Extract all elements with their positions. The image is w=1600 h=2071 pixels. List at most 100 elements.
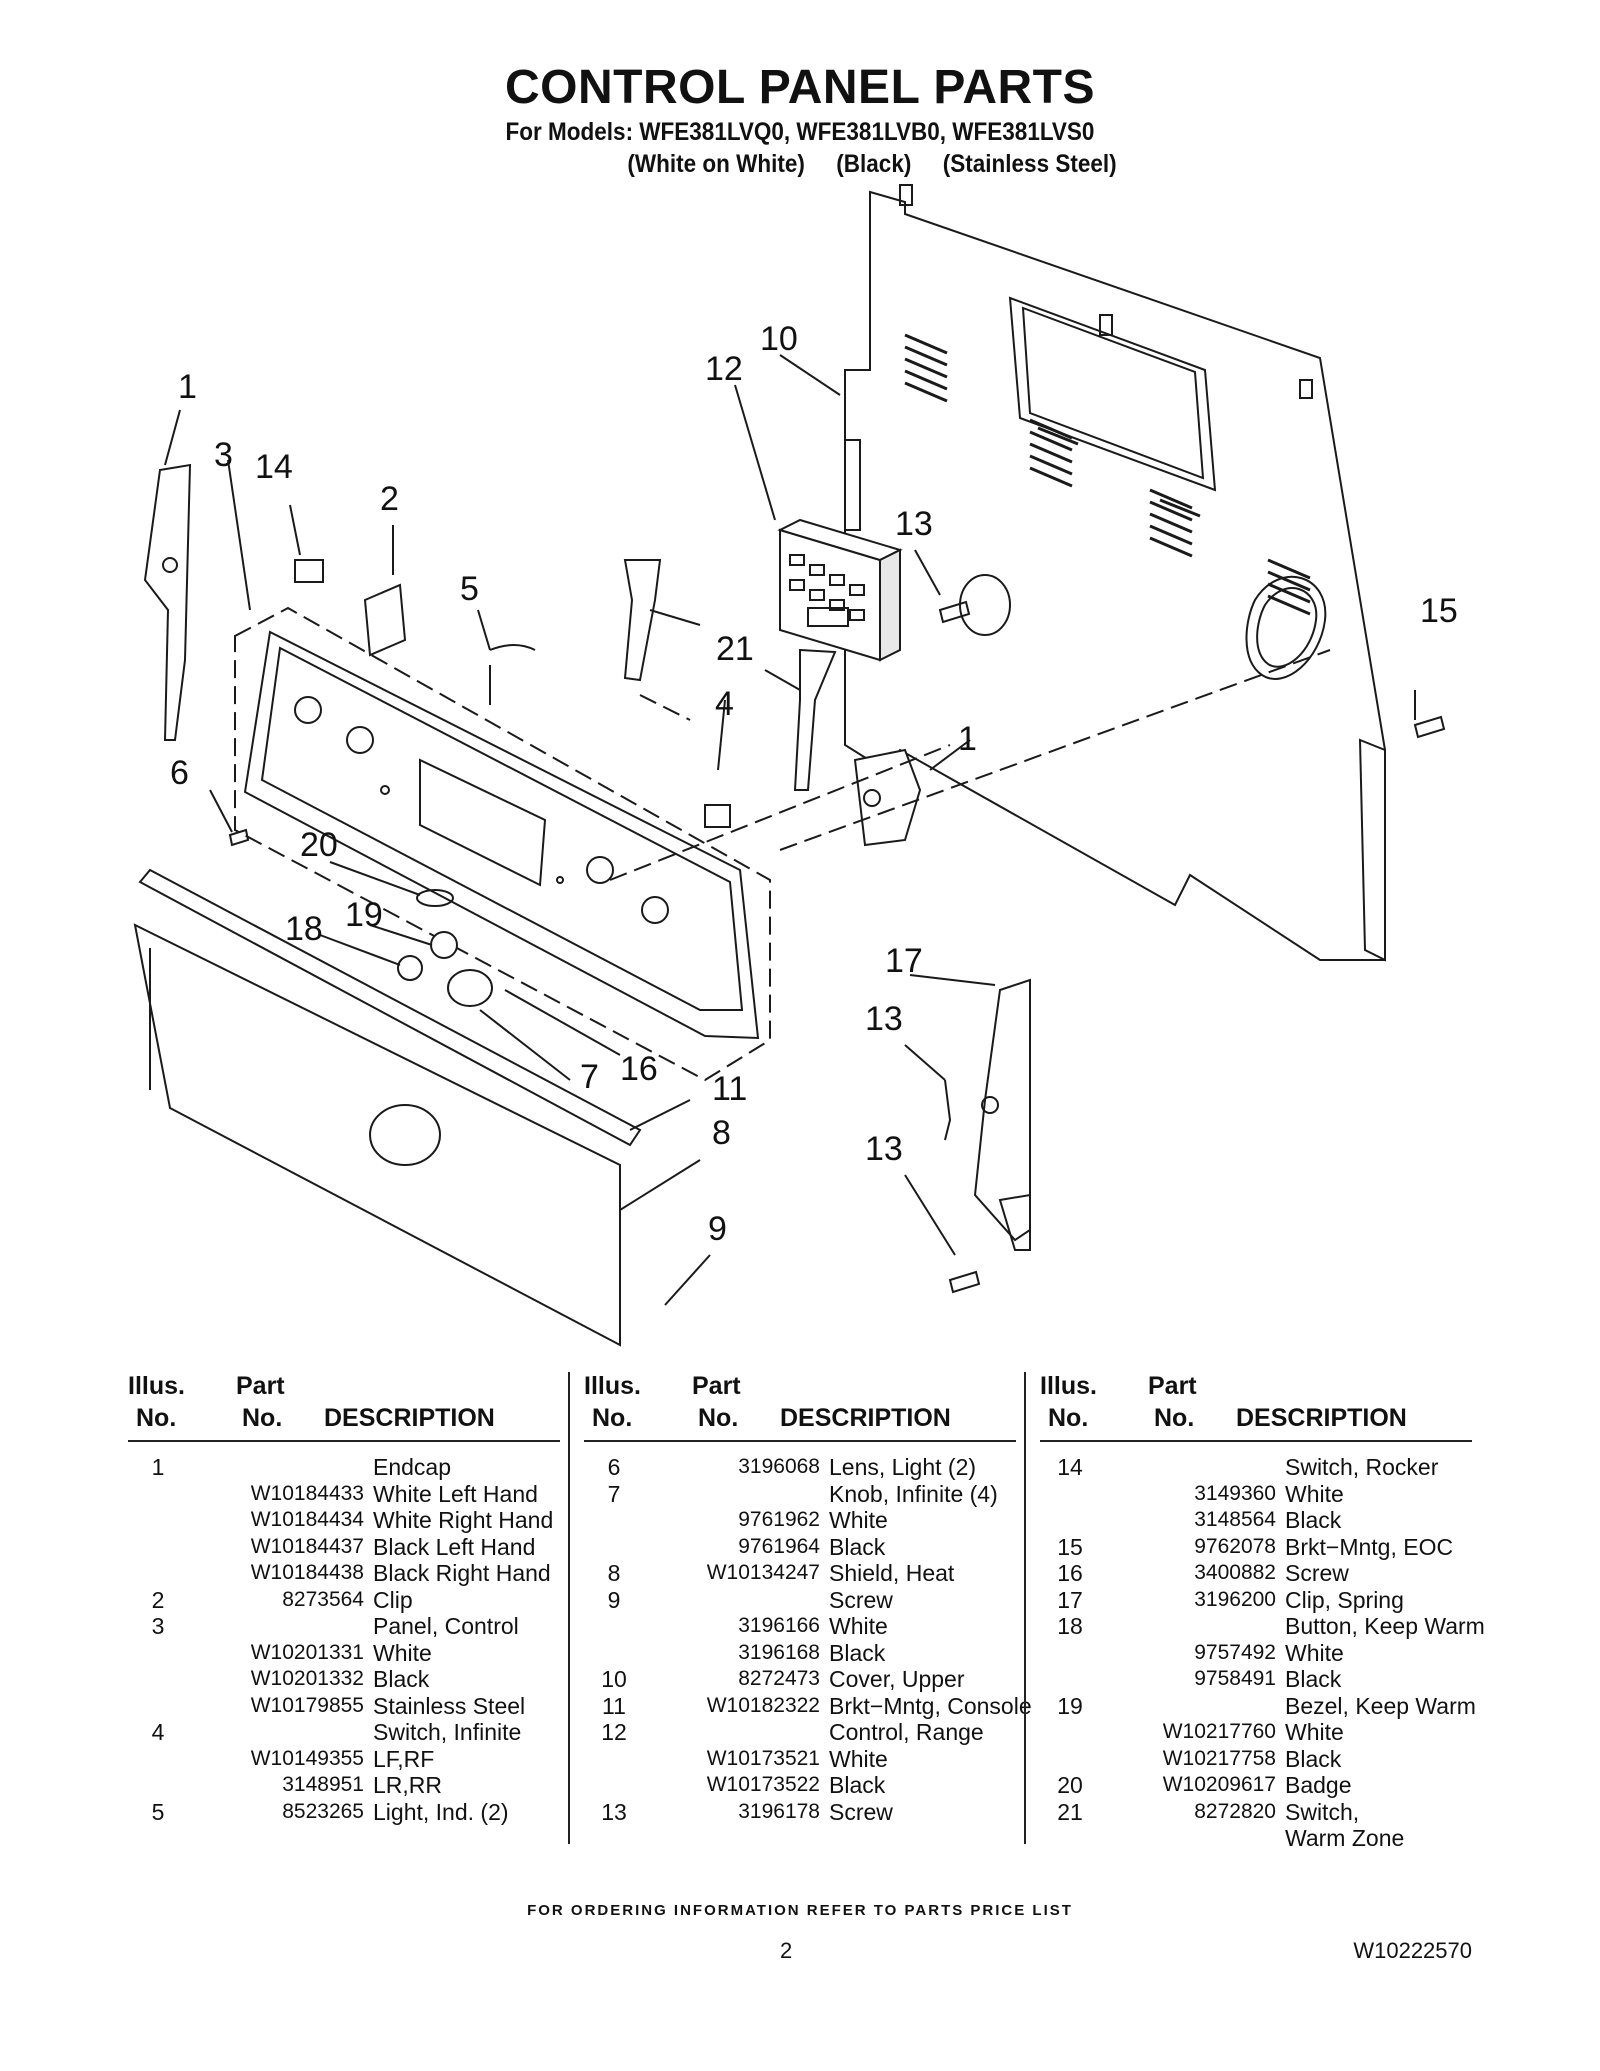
callout-label: 3 [214, 436, 233, 474]
table-row: 9 Screw [584, 1587, 1016, 1614]
callout-label: 6 [170, 754, 189, 792]
part-number: W10149355 [250, 1746, 364, 1770]
illus-number: 21 [1057, 1798, 1083, 1825]
light-lens-part [228, 828, 250, 847]
callout-label: 19 [345, 896, 383, 934]
part-number: 3196068 [738, 1455, 820, 1478]
callout-label: 18 [285, 910, 323, 948]
part-description: LR,RR [373, 1772, 443, 1798]
part-description: Stainless Steel [373, 1692, 526, 1719]
header-illus-no: No. [1048, 1404, 1089, 1432]
upper-cover-part [844, 184, 1386, 962]
illus-number: 6 [607, 1454, 621, 1480]
callout-labels: 1 3 14 2 5 6 20 18 19 7 16 11 8 9 12 10 … [170, 320, 1458, 1248]
callout-label: 13 [865, 1130, 903, 1168]
part-description: White Right Hand [373, 1507, 554, 1533]
part-number: 9761962 [738, 1508, 820, 1531]
callout-label: 8 [712, 1114, 731, 1152]
variant-white: (White on White) [627, 150, 805, 178]
part-description: Black [1285, 1666, 1342, 1692]
part-description: Screw [829, 1586, 893, 1613]
illus-number: 19 [1057, 1692, 1083, 1719]
part-number: W10173522 [706, 1773, 820, 1796]
part-number: W10201331 [250, 1640, 364, 1664]
table-row: W10173521 White [584, 1746, 1016, 1773]
column-divider [568, 1372, 570, 1844]
illus-number: 5 [151, 1798, 165, 1825]
callout-label: 15 [1420, 592, 1458, 630]
screw-part [938, 574, 1446, 1294]
part-number: 9762078 [1194, 1534, 1276, 1558]
part-number: 3400882 [1194, 1561, 1276, 1584]
part-description: Black [829, 1639, 886, 1666]
control-panel-part [243, 630, 760, 1040]
part-description: Panel, Control [373, 1613, 519, 1639]
part-description: Screw [829, 1798, 893, 1825]
leader-arrows [164, 354, 1416, 1306]
callout-label: 1 [178, 368, 197, 406]
callout-label: 13 [865, 1000, 903, 1038]
part-description: White [1285, 1639, 1344, 1666]
part-number: W10173521 [706, 1746, 820, 1770]
header-part-no: No. [1154, 1404, 1195, 1432]
part-number: 8523265 [282, 1799, 364, 1823]
illus-number: 20 [1057, 1772, 1083, 1798]
part-description: Button, Keep Warm [1285, 1613, 1485, 1639]
warm-zone-switch-part [704, 804, 731, 828]
callout-label: 12 [705, 350, 743, 388]
callout-label: 13 [895, 505, 933, 543]
part-description: LF,RF [373, 1745, 435, 1772]
header-part: Part [236, 1372, 285, 1400]
illus-number: 9 [607, 1586, 621, 1613]
part-description: White [829, 1507, 888, 1533]
callout-label: 4 [715, 685, 734, 723]
part-number: W10209617 [1162, 1773, 1276, 1796]
part-description: Brkt−Mntg, Console [829, 1692, 1032, 1719]
callout-label: 1 [958, 720, 977, 758]
callout-label: 5 [460, 570, 479, 608]
part-description: White [829, 1613, 888, 1639]
header-illus: Illus. [584, 1372, 641, 1400]
part-description: Switch, Infinite [373, 1719, 522, 1745]
part-description: White [829, 1745, 888, 1772]
table-row: 6 3196068 Lens, Light (2) [584, 1454, 1016, 1481]
part-description: Endcap [373, 1454, 452, 1480]
page-title: CONTROL PANEL PARTS [505, 61, 1095, 114]
part-number: W10201332 [250, 1667, 364, 1690]
part-number: 3149360 [1194, 1481, 1276, 1505]
part-description: Lens, Light (2) [829, 1454, 977, 1480]
part-description: White [373, 1639, 432, 1666]
part-description: Control, Range [829, 1719, 984, 1745]
callout-label: 20 [300, 826, 338, 864]
part-description: Warm Zone [1285, 1825, 1405, 1851]
illus-number: 3 [151, 1613, 165, 1639]
left-endcap-part [143, 463, 192, 741]
header-part-no: No. [698, 1404, 739, 1432]
header-description: DESCRIPTION [780, 1404, 951, 1432]
part-number: W10184438 [250, 1561, 364, 1584]
part-description: Cover, Upper [829, 1666, 965, 1692]
part-number: W10217760 [1162, 1720, 1276, 1743]
table-row: Warm Zone [1040, 1825, 1472, 1852]
callout-label: 17 [885, 942, 923, 980]
illus-number: 7 [607, 1480, 621, 1507]
